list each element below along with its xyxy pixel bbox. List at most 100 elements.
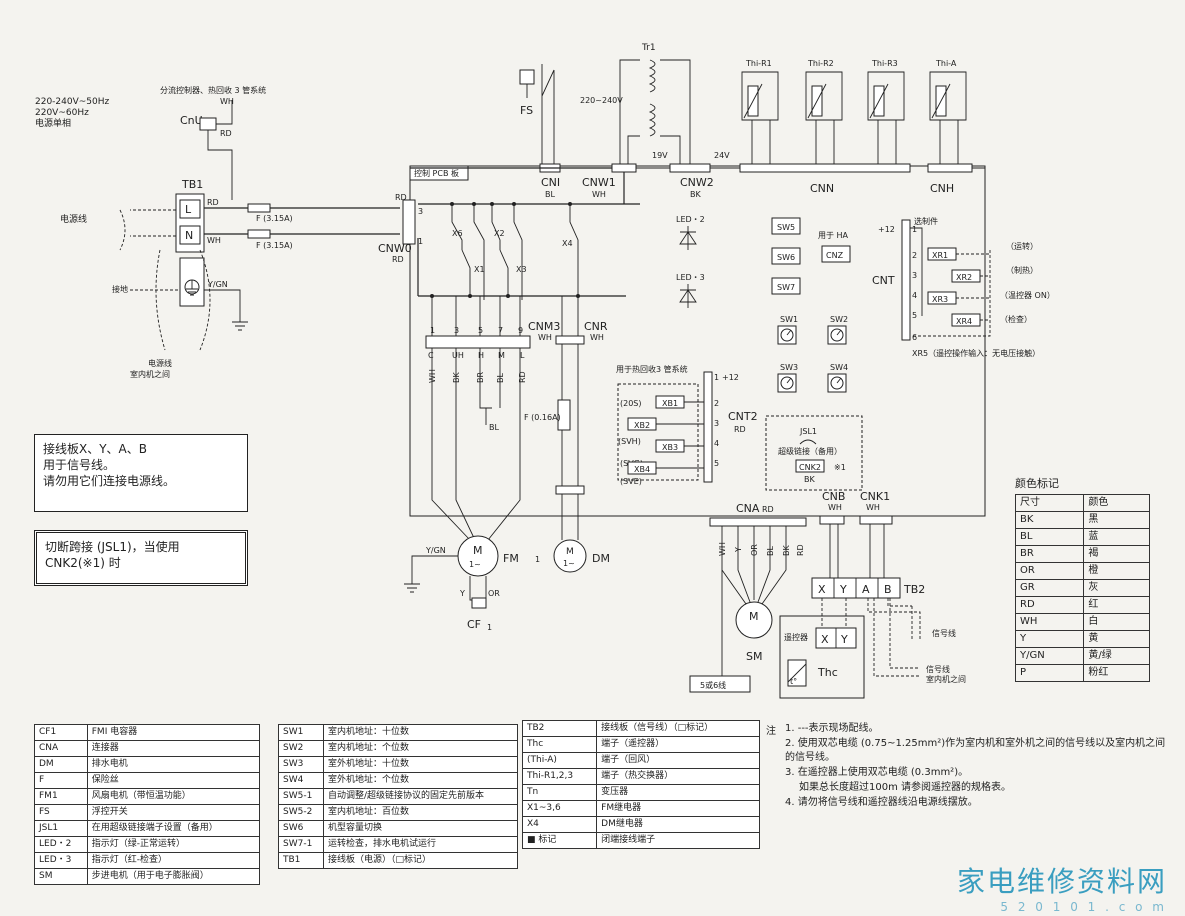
signal-between-1: 信号线 — [926, 664, 950, 674]
remote-y: Y — [840, 633, 848, 646]
legend-table3-row: (Thi-A)端子（回风） — [521, 752, 760, 769]
legend-table1-cell: 排水电机 — [86, 756, 261, 773]
legend-table1-cell: CNA — [34, 740, 88, 757]
heat-recovery-label: 用于热回收3 管系统 — [616, 364, 688, 374]
cna-label: CNA — [736, 502, 760, 515]
cnb-label: CNB — [822, 490, 845, 503]
svg-text:1: 1 — [714, 373, 719, 382]
pin-5: 5 — [478, 326, 483, 335]
color-legend-cell: BK — [1014, 511, 1085, 529]
relay-x3: X3 — [516, 265, 527, 274]
legend-table2-cell: SW7-1 — [277, 836, 325, 853]
fm-label: FM — [503, 552, 519, 565]
xr1-desc: （运转） — [1006, 241, 1038, 251]
sw5-switch[interactable] — [771, 217, 801, 235]
note-1: 1. ---表示现场配线。 — [785, 723, 879, 734]
drain-motor — [553, 539, 587, 573]
legend-table1-cell: 步进电机（用于电子膨胀阀） — [86, 868, 261, 885]
cnr-label: CNR — [584, 320, 608, 333]
sw7-switch[interactable] — [771, 277, 801, 295]
legend-table2-cell: 室内机地址：十位数 — [323, 724, 518, 741]
tb1-block — [175, 193, 205, 253]
info-box-signal-line1: 接线板X、Y、A、B — [43, 442, 147, 456]
cna-wire-6: RD — [796, 544, 805, 556]
svg-text:3: 3 — [714, 419, 719, 428]
remote-terminals: X Y — [815, 627, 857, 649]
sw7-label: SW7 — [777, 283, 795, 292]
xr2-desc: （制热） — [1006, 265, 1038, 275]
cnt-connector — [901, 219, 911, 341]
legend-table3-cell: Thi-R1,2,3 — [521, 768, 598, 785]
color-legend-cell: 褐 — [1083, 545, 1150, 563]
svg-text:5: 5 — [912, 311, 917, 320]
cnw0-bottom-connector — [425, 335, 531, 349]
legend-table3-cell: 端子（回风） — [596, 752, 760, 769]
rotary-sw4[interactable]: SW4 — [827, 363, 848, 393]
color-legend-cell: 黄/绿 — [1083, 647, 1150, 665]
cnz-connector — [821, 245, 851, 263]
fuse3-label: F (0.16A) — [524, 413, 561, 422]
legend-table3-cell: Tn — [521, 784, 598, 801]
legend-table1-cell: SM — [34, 868, 88, 885]
legend-table2-cell: SW3 — [277, 756, 325, 773]
svg-text:5: 5 — [714, 459, 719, 468]
jsl1-box — [765, 415, 863, 491]
svg-text:1: 1 — [535, 555, 540, 564]
svg-text:2: 2 — [714, 399, 719, 408]
fuse-1 — [247, 203, 271, 213]
color-legend-cell: P — [1014, 664, 1085, 682]
legend-table2-cell: 室内机地址：百位数 — [323, 804, 518, 821]
xb4-label: XB4 — [634, 465, 650, 474]
svg-text:2: 2 — [912, 251, 917, 260]
cnm3-connector — [555, 335, 585, 345]
thermistor-thi-r1: Thi-R1 — [741, 59, 779, 164]
rotary-sw3[interactable]: SW3 — [777, 363, 798, 393]
color-legend-header: 尺寸 颜色 — [1014, 494, 1150, 512]
tr1-label: Tr1 — [641, 43, 656, 53]
motor-color-rd: RD — [518, 371, 527, 383]
motor-wire-l: L — [520, 351, 525, 360]
svg-text:BK: BK — [690, 190, 701, 199]
ygn-fm: Y/GN — [425, 546, 446, 555]
color-legend-cell: 蓝 — [1083, 528, 1150, 546]
fs-label: FS — [520, 104, 533, 117]
rotary-sw2[interactable]: SW2 — [827, 315, 848, 345]
plus12-cnt2: +12 — [722, 373, 739, 382]
power-line-between-2: 室内机之间 — [130, 369, 170, 379]
cnt2-label: CNT2 — [728, 410, 758, 423]
signal-line-label: 信号线 — [932, 628, 956, 638]
legend-table3-cell: (Thi-A) — [521, 752, 598, 769]
sw6-switch[interactable] — [771, 247, 801, 265]
cnw0-connector — [402, 199, 416, 245]
xr3-desc: （温控器 ON） — [1000, 290, 1055, 300]
info-box-jsl1-line2: CNK2(※1) 时 — [45, 556, 121, 570]
legend-table1-cell: CF1 — [34, 724, 88, 741]
xr2-label: XR2 — [956, 273, 972, 282]
power-spec-2: 220V~60Hz — [35, 108, 89, 118]
legend-table3-cell: 变压器 — [596, 784, 760, 801]
cnk2-note: ※1 — [834, 463, 846, 472]
xb2-label: XB2 — [634, 421, 650, 430]
color-legend-title: 颜色标记 — [1015, 477, 1059, 490]
fuse-2 — [247, 229, 271, 239]
drain-fuse — [557, 399, 571, 431]
rotary-sw1[interactable]: SW1 — [777, 315, 798, 345]
svg-text:WH: WH — [866, 503, 880, 512]
header-note: 分流控制器、热回收 3 管系统 — [160, 85, 266, 95]
color-legend-cell: 白 — [1083, 613, 1150, 631]
